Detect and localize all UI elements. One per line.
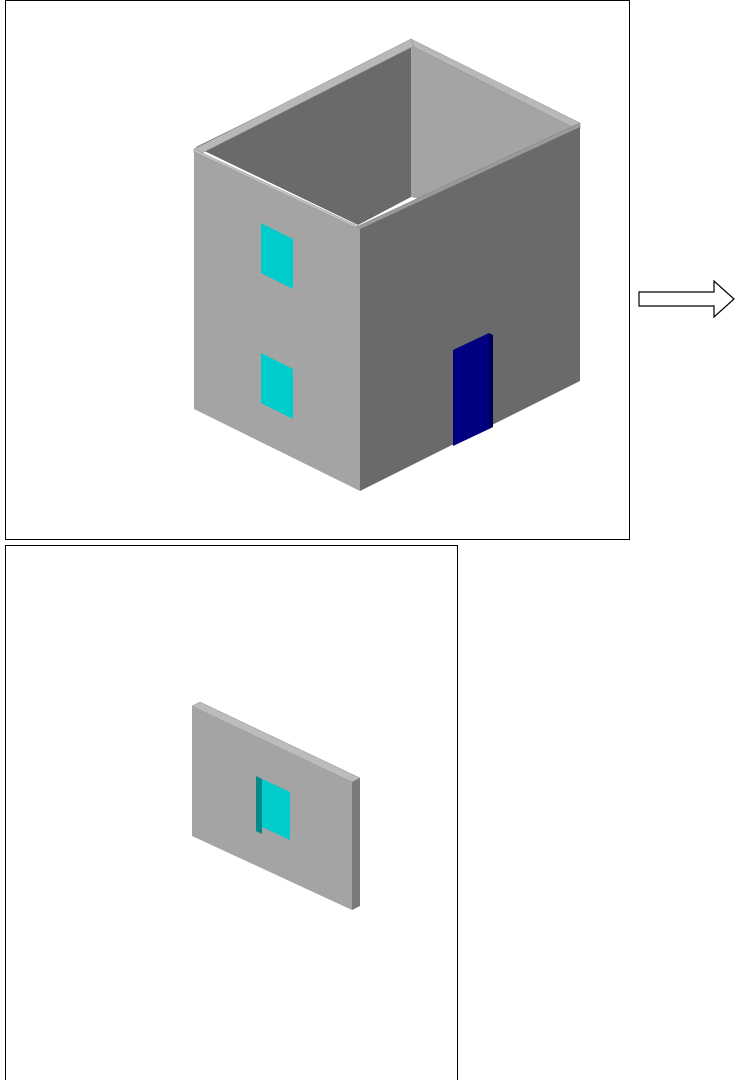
front-right-wall: [360, 127, 580, 491]
door: [453, 333, 489, 446]
wall-side-edge: [352, 778, 360, 910]
building-panel: [5, 0, 630, 540]
building-illustration: [193, 38, 581, 491]
interior-back-left-wall: [196, 41, 411, 225]
window-recess: [256, 776, 262, 834]
front-left-wall: [194, 151, 360, 491]
lower-window: [261, 353, 293, 419]
right-arrow-icon: [637, 280, 737, 320]
wall-illustration: [191, 701, 361, 910]
upper-window: [261, 223, 293, 289]
door-frame-shadow: [489, 333, 493, 429]
arrow-shape: [638, 280, 735, 319]
wall-panel: [5, 545, 458, 1080]
wall-window: [262, 779, 290, 840]
